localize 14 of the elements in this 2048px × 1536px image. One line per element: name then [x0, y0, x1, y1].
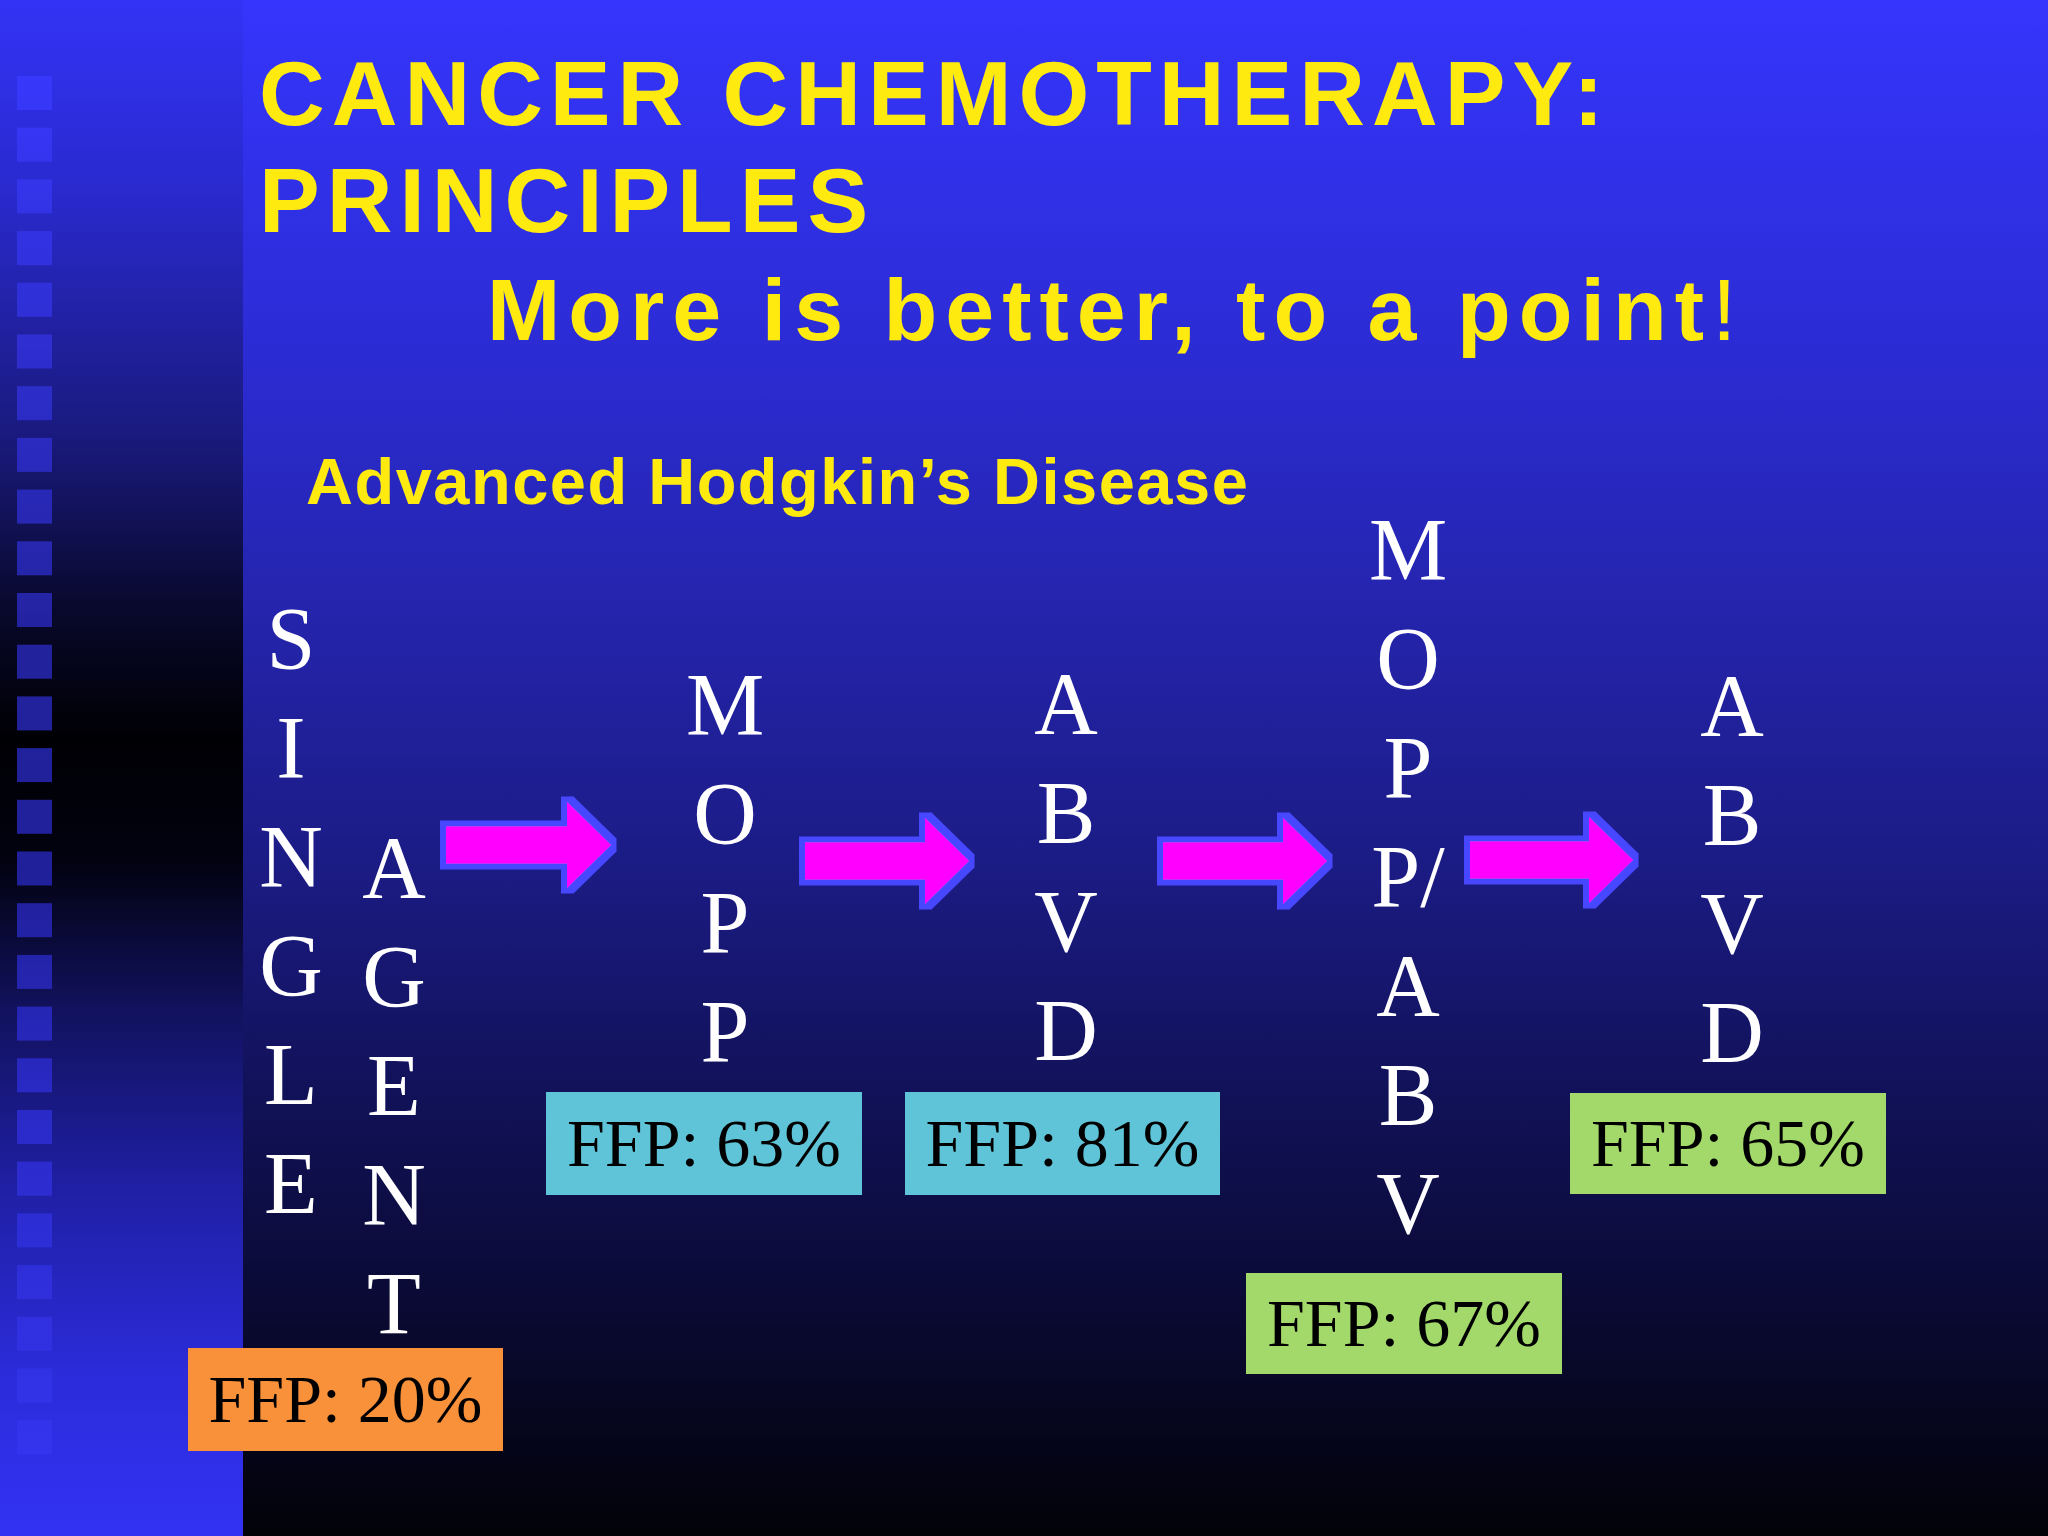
vertical-label: AGENT [361, 818, 427, 1345]
ffp-tag: FFP: 20% [188, 1348, 503, 1451]
vertical-label: SINGLE [258, 589, 324, 1225]
slide-title: CANCER CHEMOTHERAPY: PRINCIPLES [259, 42, 1612, 253]
ffp-tag: FFP: 67% [1246, 1273, 1562, 1374]
vertical-label: ABVD [977, 649, 1157, 1072]
vertical-label: MOPP [619, 650, 799, 1073]
vertical-label: ABVD [1641, 651, 1823, 1074]
ffp-tag: FFP: 81% [905, 1092, 1220, 1195]
vertical-label: MOPP/ABV [1335, 495, 1464, 1245]
ffp-tag: FFP: 65% [1570, 1093, 1886, 1194]
ffp-tag: FFP: 63% [546, 1092, 862, 1195]
slide-subtitle: More is better, to a point! [487, 259, 1745, 360]
section-heading: Advanced Hodgkin’s Disease [306, 444, 1250, 519]
